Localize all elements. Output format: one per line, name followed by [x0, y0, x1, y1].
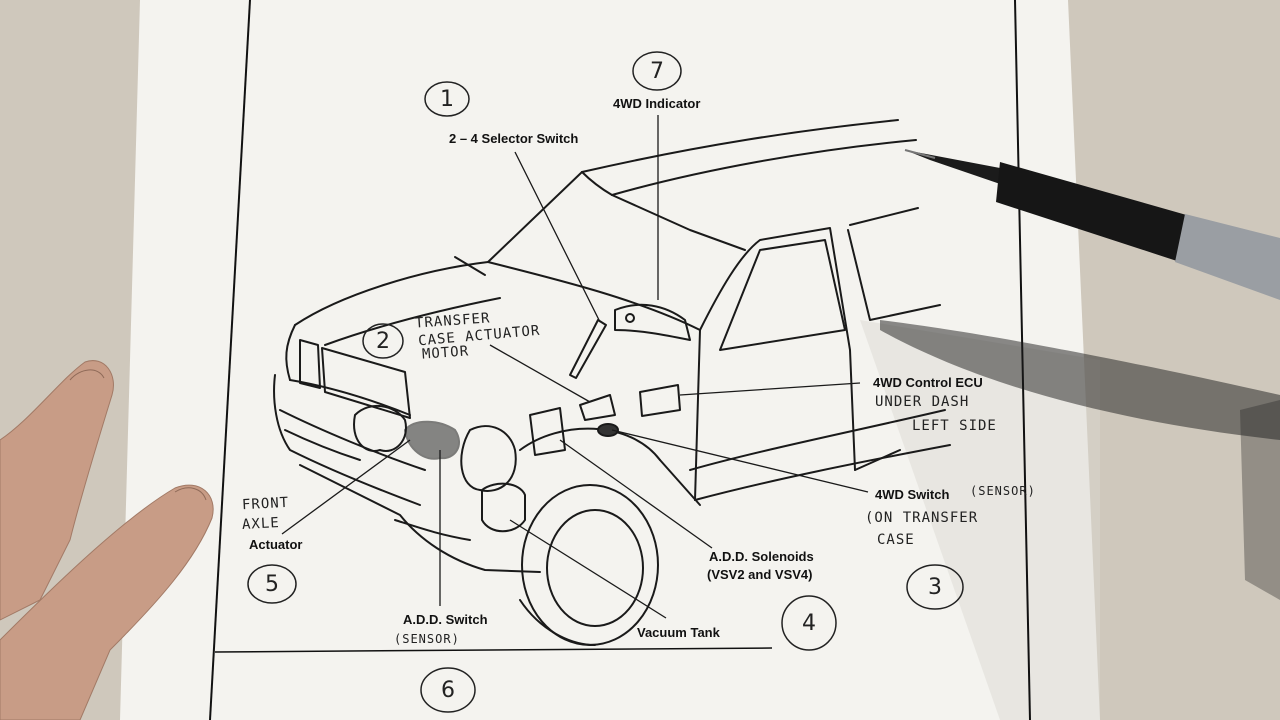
circle-number-7: 7: [650, 58, 664, 84]
circle-number-2: 2: [376, 328, 390, 354]
note-motor: MOTOR: [421, 343, 470, 363]
note-sensor-4wd: (SENSOR): [970, 484, 1036, 498]
number-circles: [247, 51, 964, 713]
note-left-side: LEFT SIDE: [912, 418, 997, 434]
frame-left-line: [209, 0, 251, 720]
paper-shadow: [860, 320, 1100, 720]
circle-number-3: 3: [928, 574, 942, 600]
note-on-transfer: (ON TRANSFER: [865, 510, 979, 526]
truck-outline: [273, 119, 951, 646]
note-sensor-add: (SENSOR): [394, 632, 460, 646]
label-add-switch: A.D.D. Switch: [403, 612, 488, 627]
label-4wd-switch: 4WD Switch: [875, 487, 950, 502]
note-under-dash: UNDER DASH: [875, 394, 970, 410]
label-add-solenoids-1: A.D.D. Solenoids: [709, 549, 814, 564]
circle-number-5: 5: [265, 571, 279, 597]
hand-shadow: [1240, 400, 1280, 600]
leader-lines: [281, 115, 869, 619]
label-vacuum-tank: Vacuum Tank: [637, 625, 720, 640]
pen-shadow: [880, 320, 1280, 440]
circle-number-1: 1: [440, 86, 454, 112]
frame-bottom-line: [214, 647, 773, 653]
label-actuator: Actuator: [249, 537, 303, 552]
label-add-solenoids-2: (VSV2 and VSV4): [707, 567, 813, 582]
note-case: CASE: [877, 532, 915, 548]
circle-number-6: 6: [441, 677, 455, 703]
label-4wd-indicator: 4WD Indicator: [613, 96, 701, 111]
paper-sheet: [120, 0, 1100, 720]
circle-number-4: 4: [802, 610, 816, 636]
note-axle: AXLE: [241, 515, 281, 533]
note-front: FRONT: [241, 494, 290, 514]
hand: [0, 360, 214, 720]
pen: [904, 149, 1280, 300]
label-4wd-control-ecu: 4WD Control ECU: [873, 375, 983, 390]
label-selector-switch: 2 – 4 Selector Switch: [449, 131, 579, 146]
